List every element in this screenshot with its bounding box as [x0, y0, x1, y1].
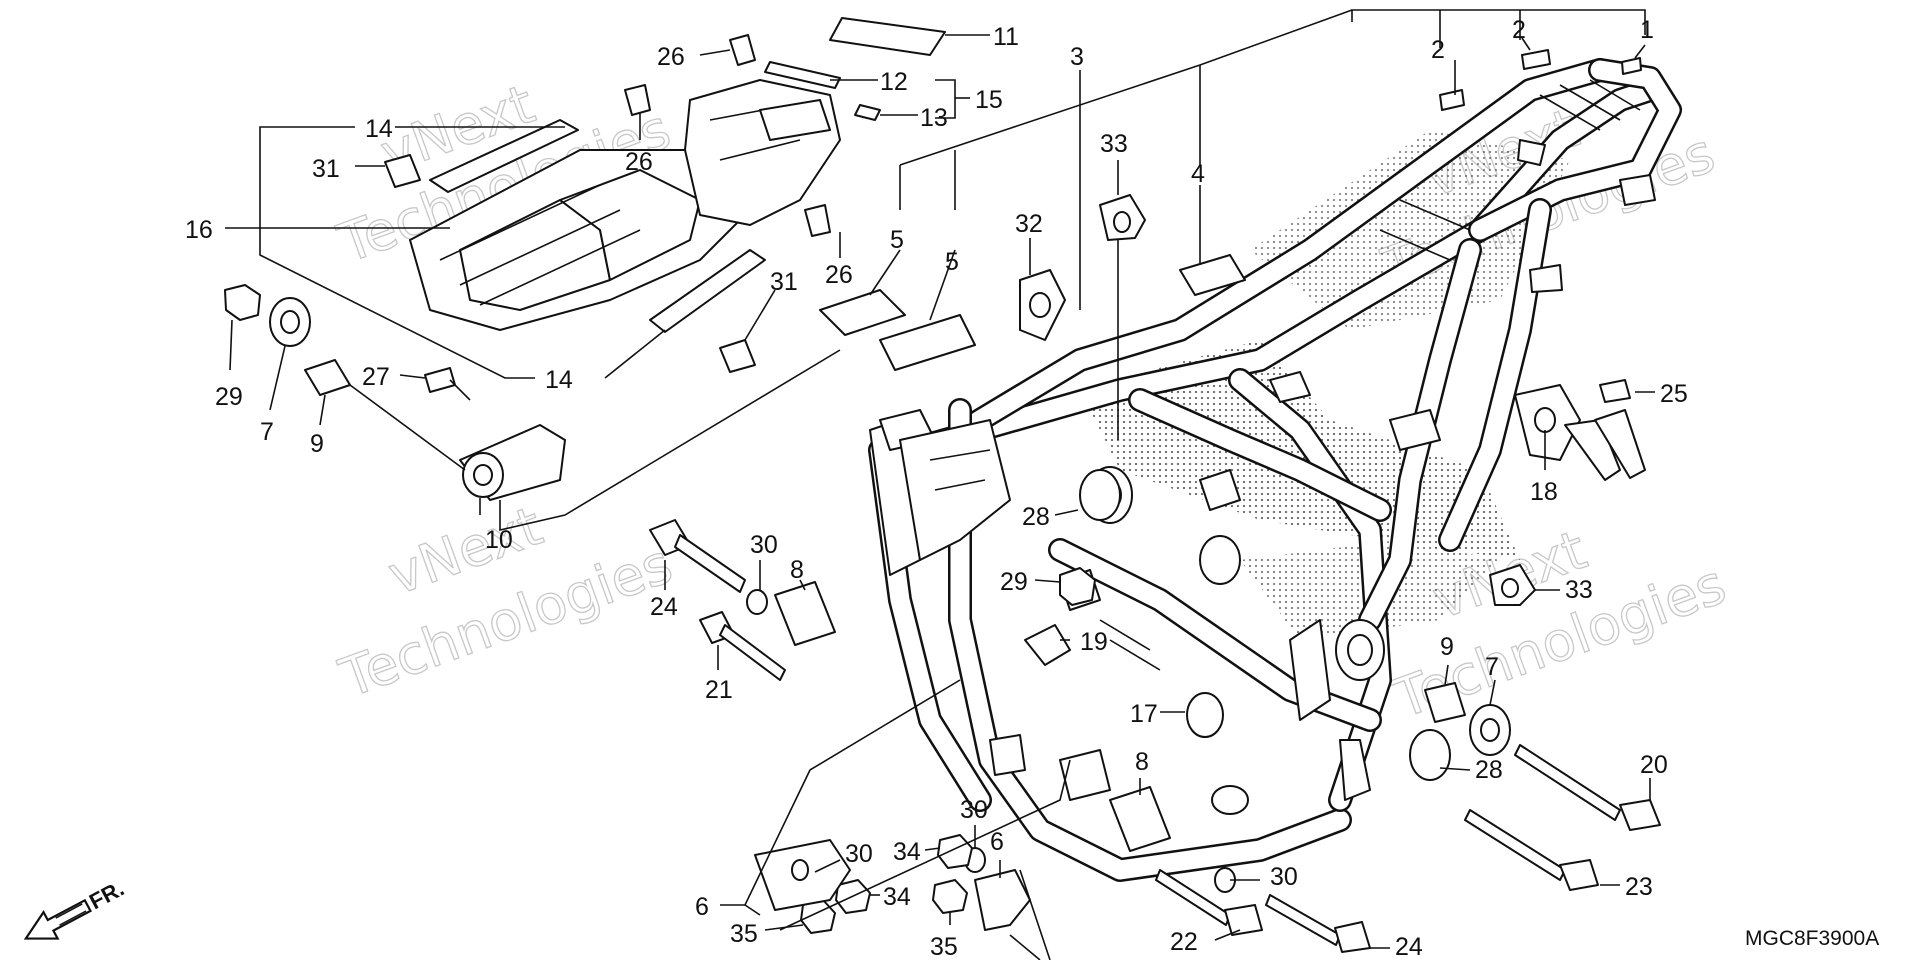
collar-17 — [1186, 692, 1224, 738]
callout-28: 28 — [1475, 756, 1503, 784]
bolt-20 — [1514, 744, 1661, 831]
callout-15: 15 — [975, 86, 1003, 114]
callout-30: 30 — [1270, 863, 1298, 891]
clamp-33 — [1099, 194, 1146, 241]
callout-29: 29 — [1000, 568, 1028, 596]
hanger-bracket-10 — [459, 424, 566, 501]
decal-4 — [1179, 254, 1246, 296]
callout-25: 25 — [1660, 380, 1688, 408]
callout-24: 24 — [650, 593, 678, 621]
callout-32: 32 — [1015, 210, 1043, 238]
callout-8: 8 — [790, 556, 804, 584]
bolt-24-upper — [649, 519, 746, 593]
bolt-21 — [699, 611, 786, 681]
callout-9: 9 — [1440, 633, 1454, 661]
front-arrow-icon — [23, 898, 92, 940]
callout-9: 9 — [310, 430, 324, 458]
callout-24: 24 — [1395, 933, 1423, 960]
callout-6: 6 — [990, 828, 1004, 856]
callout-7: 7 — [260, 418, 274, 446]
callout-8: 8 — [1135, 748, 1149, 776]
callout-17: 17 — [1130, 700, 1158, 728]
callout-16: 16 — [185, 216, 213, 244]
leader-lines — [225, 9, 1655, 960]
callout-14: 14 — [365, 115, 393, 143]
callout-33: 33 — [1565, 576, 1593, 604]
pad-11 — [829, 17, 946, 56]
callout-4: 4 — [1191, 160, 1205, 188]
bolt-22 — [1155, 869, 1263, 936]
callout-34: 34 — [883, 883, 911, 911]
callout-26: 26 — [657, 43, 685, 71]
callout-14: 14 — [545, 366, 573, 394]
callout-30: 30 — [750, 531, 778, 559]
callout-13: 13 — [920, 104, 948, 132]
callout-20: 20 — [1640, 751, 1668, 779]
decal-2 — [1521, 49, 1551, 70]
callouts: 1 2 2 3 4 5 5 6 6 7 7 8 8 9 9 10 11 12 1… — [185, 16, 1688, 960]
callout-35: 35 — [730, 920, 758, 948]
callout-21: 21 — [705, 676, 733, 704]
pad-5 — [819, 289, 906, 336]
callout-29: 29 — [215, 383, 243, 411]
callout-3: 3 — [1070, 43, 1084, 71]
callout-30: 30 — [960, 796, 988, 824]
front-direction-label: FR. — [85, 876, 128, 915]
callout-34: 34 — [893, 838, 921, 866]
seat-tray-assembly — [409, 119, 766, 333]
callout-5: 5 — [945, 248, 959, 276]
callout-10: 10 — [485, 526, 513, 554]
callout-1: 1 — [1640, 16, 1654, 44]
hardware — [224, 34, 1661, 953]
strip-12 — [764, 61, 841, 89]
clip-19 — [1024, 624, 1071, 666]
callout-30: 30 — [845, 840, 873, 868]
front-direction-indicator: FR. — [23, 876, 128, 940]
rubber-strip — [429, 119, 579, 193]
callout-33: 33 — [1100, 130, 1128, 158]
decal-1 — [1621, 57, 1642, 75]
callout-26: 26 — [825, 261, 853, 289]
callout-5: 5 — [890, 226, 904, 254]
callout-7: 7 — [1485, 653, 1499, 681]
main-frame — [868, 58, 1682, 882]
callout-31: 31 — [770, 268, 798, 296]
callout-28: 28 — [1022, 503, 1050, 531]
bolt-23 — [1464, 809, 1599, 891]
callout-35: 35 — [930, 933, 958, 960]
pad-5 — [879, 314, 976, 371]
clamp-32 — [1019, 269, 1066, 341]
callout-19: 19 — [1080, 628, 1108, 656]
callout-11: 11 — [993, 23, 1019, 51]
callout-22: 22 — [1170, 928, 1198, 956]
drawing-code: MGC8F3900A — [1745, 927, 1879, 950]
clip-13 — [854, 104, 881, 121]
rubber-strip — [649, 249, 766, 333]
battery-case — [684, 79, 841, 226]
decal-2 — [1439, 89, 1465, 111]
clamp-33 — [1489, 564, 1536, 606]
callout-26: 26 — [625, 148, 653, 176]
bolt-24-lower — [1265, 894, 1371, 953]
callout-27: 27 — [362, 363, 390, 391]
callout-6: 6 — [695, 893, 709, 921]
callout-18: 18 — [1530, 478, 1558, 506]
callout-23: 23 — [1625, 873, 1653, 901]
callout-12: 12 — [880, 68, 908, 96]
ignition-switch-18 — [1514, 384, 1646, 481]
callout-2: 2 — [1431, 36, 1445, 64]
callout-31: 31 — [312, 155, 340, 183]
callout-2: 2 — [1512, 16, 1526, 44]
